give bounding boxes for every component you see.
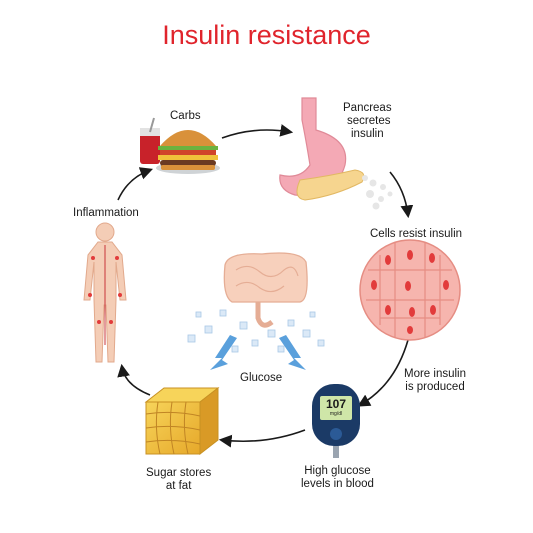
meter-reading: 107 (325, 397, 347, 411)
label-pancreas-line1: Pancreas (343, 102, 392, 114)
label-glucose: Glucose (240, 372, 283, 384)
label-inflammation: Inflammation (73, 207, 139, 219)
arrow-meter-to-fat (218, 429, 306, 448)
human-body-icon (83, 222, 127, 363)
label-high-glucose-line2: levels in blood (301, 478, 374, 490)
intestine-icon (223, 252, 308, 328)
label-sugar-stores: Sugar stores at fat (146, 467, 211, 493)
label-cells-resist: Cells resist insulin (370, 228, 463, 240)
arrow-cells-to-meter (357, 339, 409, 407)
glucose-arrow-right (279, 335, 306, 370)
glucometer-icon (312, 384, 360, 458)
stomach-pancreas-icon (279, 97, 393, 210)
label-sugar-stores-line1: Sugar stores (146, 467, 212, 479)
arrow-pancreas-to-cells (389, 171, 414, 219)
meter-unit: mg/dl (329, 411, 343, 417)
arrow-carbs-to-pancreas (221, 124, 294, 139)
label-carbs: Carbs (170, 110, 201, 122)
arrow-fat-to-body (117, 363, 151, 396)
label-more-insulin: More insulin is produced (404, 368, 466, 394)
label-high-glucose-line1: High glucose (304, 465, 371, 477)
glucose-cubes (187, 309, 325, 353)
label-more-insulin-line2: is produced (405, 381, 465, 393)
burger-icon (140, 117, 220, 174)
label-pancreas-line2: secretes (347, 115, 391, 127)
page-title: Insulin resistance (162, 20, 371, 50)
label-pancreas: Pancreas secretes insulin (343, 102, 392, 141)
arrow-body-to-carbs (117, 167, 154, 201)
cells-icon (359, 239, 461, 341)
fat-cube-icon (144, 386, 220, 456)
glucose-arrow-left (210, 335, 237, 370)
label-more-insulin-line1: More insulin (404, 368, 466, 380)
label-sugar-stores-line2: at fat (165, 480, 192, 492)
label-high-glucose: High glucose levels in blood (301, 465, 374, 491)
label-pancreas-line3: insulin (351, 128, 384, 140)
